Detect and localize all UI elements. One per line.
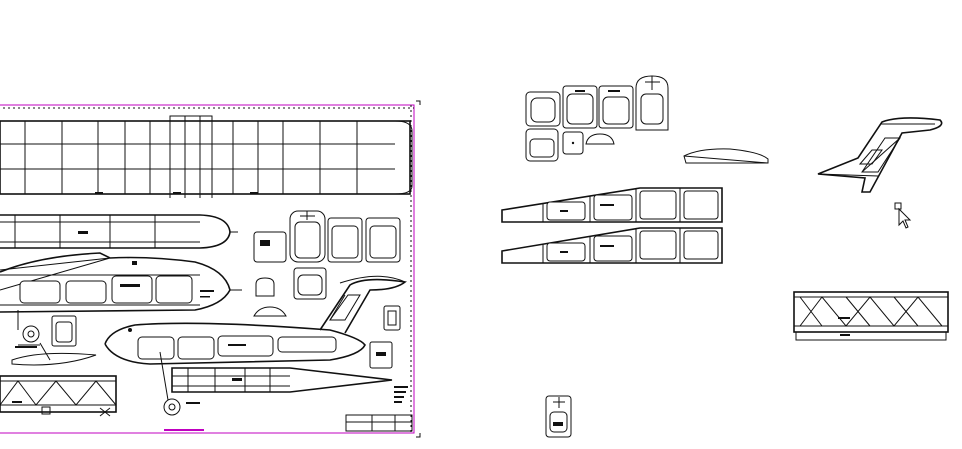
fuselage-top-view xyxy=(0,214,238,249)
arrow-cursor-icon xyxy=(894,202,912,229)
former-parts-cluster xyxy=(525,75,669,162)
fuselage-boom xyxy=(159,351,393,416)
wing-truss-lower xyxy=(0,375,117,417)
sheet-small-parts xyxy=(164,305,413,432)
plan-sheet xyxy=(0,100,421,438)
wing-planform xyxy=(0,115,413,198)
fuselage-lower-side xyxy=(104,275,407,365)
airfoil-part xyxy=(683,148,769,164)
single-former-part xyxy=(545,395,572,438)
formers-group-1 xyxy=(253,210,401,317)
fuselage-side-view xyxy=(0,252,242,313)
wing-panel-lower xyxy=(501,227,723,264)
wing-panel-upper xyxy=(501,187,723,223)
landing-gear-left xyxy=(11,310,97,366)
tail-assembly-part xyxy=(817,117,943,193)
truss-panel-part xyxy=(793,291,949,341)
